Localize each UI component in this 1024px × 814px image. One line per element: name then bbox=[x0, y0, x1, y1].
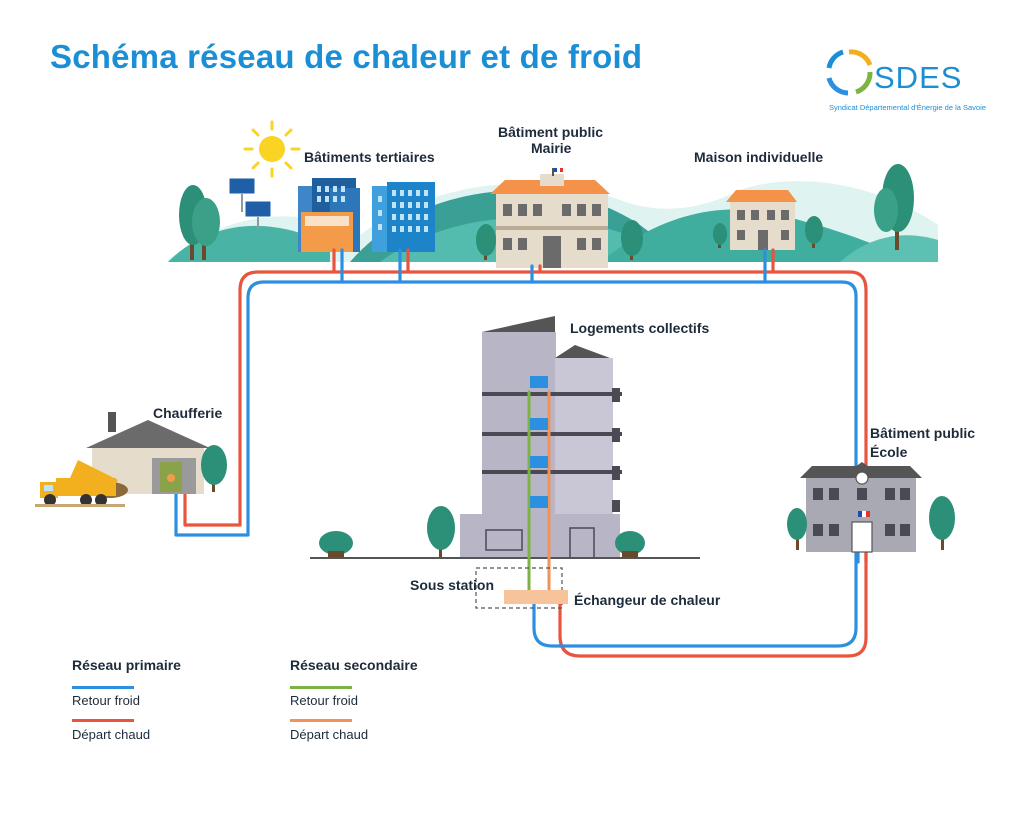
trees-left-icon bbox=[179, 185, 220, 260]
legend-primary-cold-swatch bbox=[72, 686, 134, 689]
legend-secondary-hot-swatch bbox=[290, 719, 352, 722]
logo-subtitle: Syndicat Départemental d'Énergie de la S… bbox=[829, 103, 986, 112]
label-mairie-line1: Bâtiment public bbox=[498, 124, 604, 140]
truck-icon bbox=[35, 460, 125, 507]
radiators-icon bbox=[530, 376, 548, 508]
legend-primary-hot-label: Départ chaud bbox=[72, 727, 151, 742]
chaufferie-building-icon bbox=[86, 412, 210, 498]
solar-panels-icon bbox=[228, 177, 272, 230]
chaufferie-tree-icon bbox=[201, 445, 227, 492]
sun-icon bbox=[243, 120, 301, 178]
logo-text: SDES bbox=[874, 60, 963, 95]
apartment-building-icon bbox=[310, 316, 700, 559]
tertiary-buildings-icon bbox=[298, 178, 435, 252]
label-mairie-line2: Mairie bbox=[531, 140, 572, 156]
label-ecole-line2: École bbox=[870, 444, 908, 460]
label-ecole-line1: Bâtiment public bbox=[870, 425, 976, 441]
legend-primary-title: Réseau primaire bbox=[72, 657, 181, 673]
legend-secondary-hot-label: Départ chaud bbox=[290, 727, 369, 742]
label-tertiaires: Bâtiments tertiaires bbox=[304, 149, 435, 165]
legend-secondary-cold-label: Retour froid bbox=[290, 693, 358, 708]
mairie-building-icon bbox=[490, 168, 610, 268]
substation-box bbox=[475, 567, 568, 609]
heat-exchanger-icon bbox=[504, 590, 568, 604]
label-chaufferie: Chaufferie bbox=[153, 405, 223, 421]
label-echangeur: Échangeur de chaleur bbox=[574, 592, 721, 608]
legend-primary-cold-label: Retour froid bbox=[72, 693, 140, 708]
primary-hot-loop bbox=[183, 270, 868, 658]
secondary-network-pipes bbox=[527, 390, 551, 602]
sdes-logo-icon bbox=[826, 49, 873, 96]
legend-secondary-title: Réseau secondaire bbox=[290, 657, 418, 673]
label-maison: Maison individuelle bbox=[694, 149, 824, 165]
ecole-building-icon bbox=[787, 462, 955, 553]
legend-secondary-cold-swatch bbox=[290, 686, 352, 689]
label-logements: Logements collectifs bbox=[570, 320, 710, 336]
primary-cold-loop bbox=[174, 280, 858, 648]
legend-primary-hot-swatch bbox=[72, 719, 134, 722]
apartment-trees-icon bbox=[319, 506, 645, 558]
label-sous-station: Sous station bbox=[410, 577, 495, 593]
page-title: Schéma réseau de chaleur et de froid bbox=[50, 38, 643, 75]
trees-right-icon bbox=[476, 164, 914, 260]
primary-network-pipes bbox=[174, 248, 868, 658]
house-icon bbox=[726, 190, 797, 250]
